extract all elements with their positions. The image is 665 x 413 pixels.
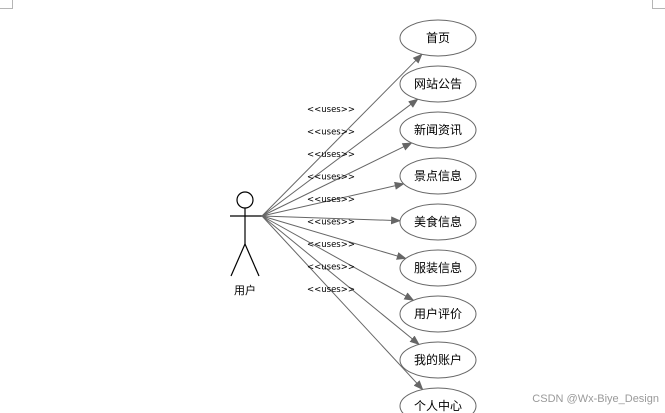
association-line [261, 215, 420, 346]
use-case-ellipse [399, 341, 477, 379]
use-case-node: 新闻资讯 [399, 111, 477, 149]
use-case-ellipse [399, 387, 477, 413]
corner-mark-top-left [0, 0, 13, 9]
use-case-ellipse [399, 249, 477, 287]
uses-label: <<uses>> [307, 240, 355, 250]
actor-left-leg [230, 243, 246, 277]
association-line [261, 215, 424, 391]
use-case-node: 服装信息 [399, 249, 477, 287]
use-case-ellipse [399, 65, 477, 103]
uses-label: <<uses>> [307, 105, 355, 115]
uses-label: <<uses>> [307, 195, 355, 205]
use-case-node: 首页 [399, 19, 477, 57]
uses-label: <<uses>> [307, 285, 355, 295]
use-case-ellipse [399, 111, 477, 149]
corner-mark-top-right [652, 0, 665, 9]
association-line [261, 215, 407, 260]
use-case-label: 网站公告 [414, 77, 462, 91]
use-case-label: 我的账户 [414, 352, 462, 367]
use-case-ellipse [399, 203, 477, 241]
use-case-ellipse [399, 19, 477, 57]
use-case-label: 美食信息 [414, 214, 462, 229]
actor-head [236, 191, 254, 209]
association-line [261, 142, 413, 217]
actor-label: 用户 [234, 283, 256, 297]
association-line [261, 215, 415, 301]
watermark: CSDN @Wx-Biye_Design [532, 393, 659, 405]
association-line [261, 98, 419, 217]
actor-stick-figure [230, 191, 262, 277]
use-case-node: 美食信息 [399, 203, 477, 241]
uses-label: <<uses>> [307, 128, 355, 138]
uses-label: <<uses>> [307, 150, 355, 160]
uses-label: <<uses>> [307, 218, 355, 228]
uses-labels: <<uses>> <<uses>> <<uses>> <<uses>> <<uses>>… [307, 105, 355, 295]
association-links [261, 53, 424, 391]
association-line [261, 215, 402, 225]
use-case-label: 用户评价 [414, 306, 462, 321]
association-line [261, 181, 405, 217]
association-line [261, 53, 423, 217]
uses-label: <<uses>> [307, 263, 355, 273]
use-case-label: 个人中心 [414, 398, 462, 413]
use-case-label: 首页 [426, 31, 450, 45]
use-case-node: 个人中心 [399, 387, 477, 413]
use-case-node: 我的账户 [399, 341, 477, 379]
use-case-node: 景点信息 [399, 157, 477, 195]
use-case-label: 服装信息 [414, 260, 462, 275]
use-case-label: 新闻资讯 [414, 122, 462, 137]
use-case-node: 用户评价 [399, 295, 477, 333]
uses-label: <<uses>> [307, 173, 355, 183]
use-case-label: 景点信息 [414, 168, 462, 183]
use-case-ellipse [399, 157, 477, 195]
actor-right-leg [244, 243, 260, 277]
use-case-node: 网站公告 [399, 65, 477, 103]
use-case-ellipse [399, 295, 477, 333]
